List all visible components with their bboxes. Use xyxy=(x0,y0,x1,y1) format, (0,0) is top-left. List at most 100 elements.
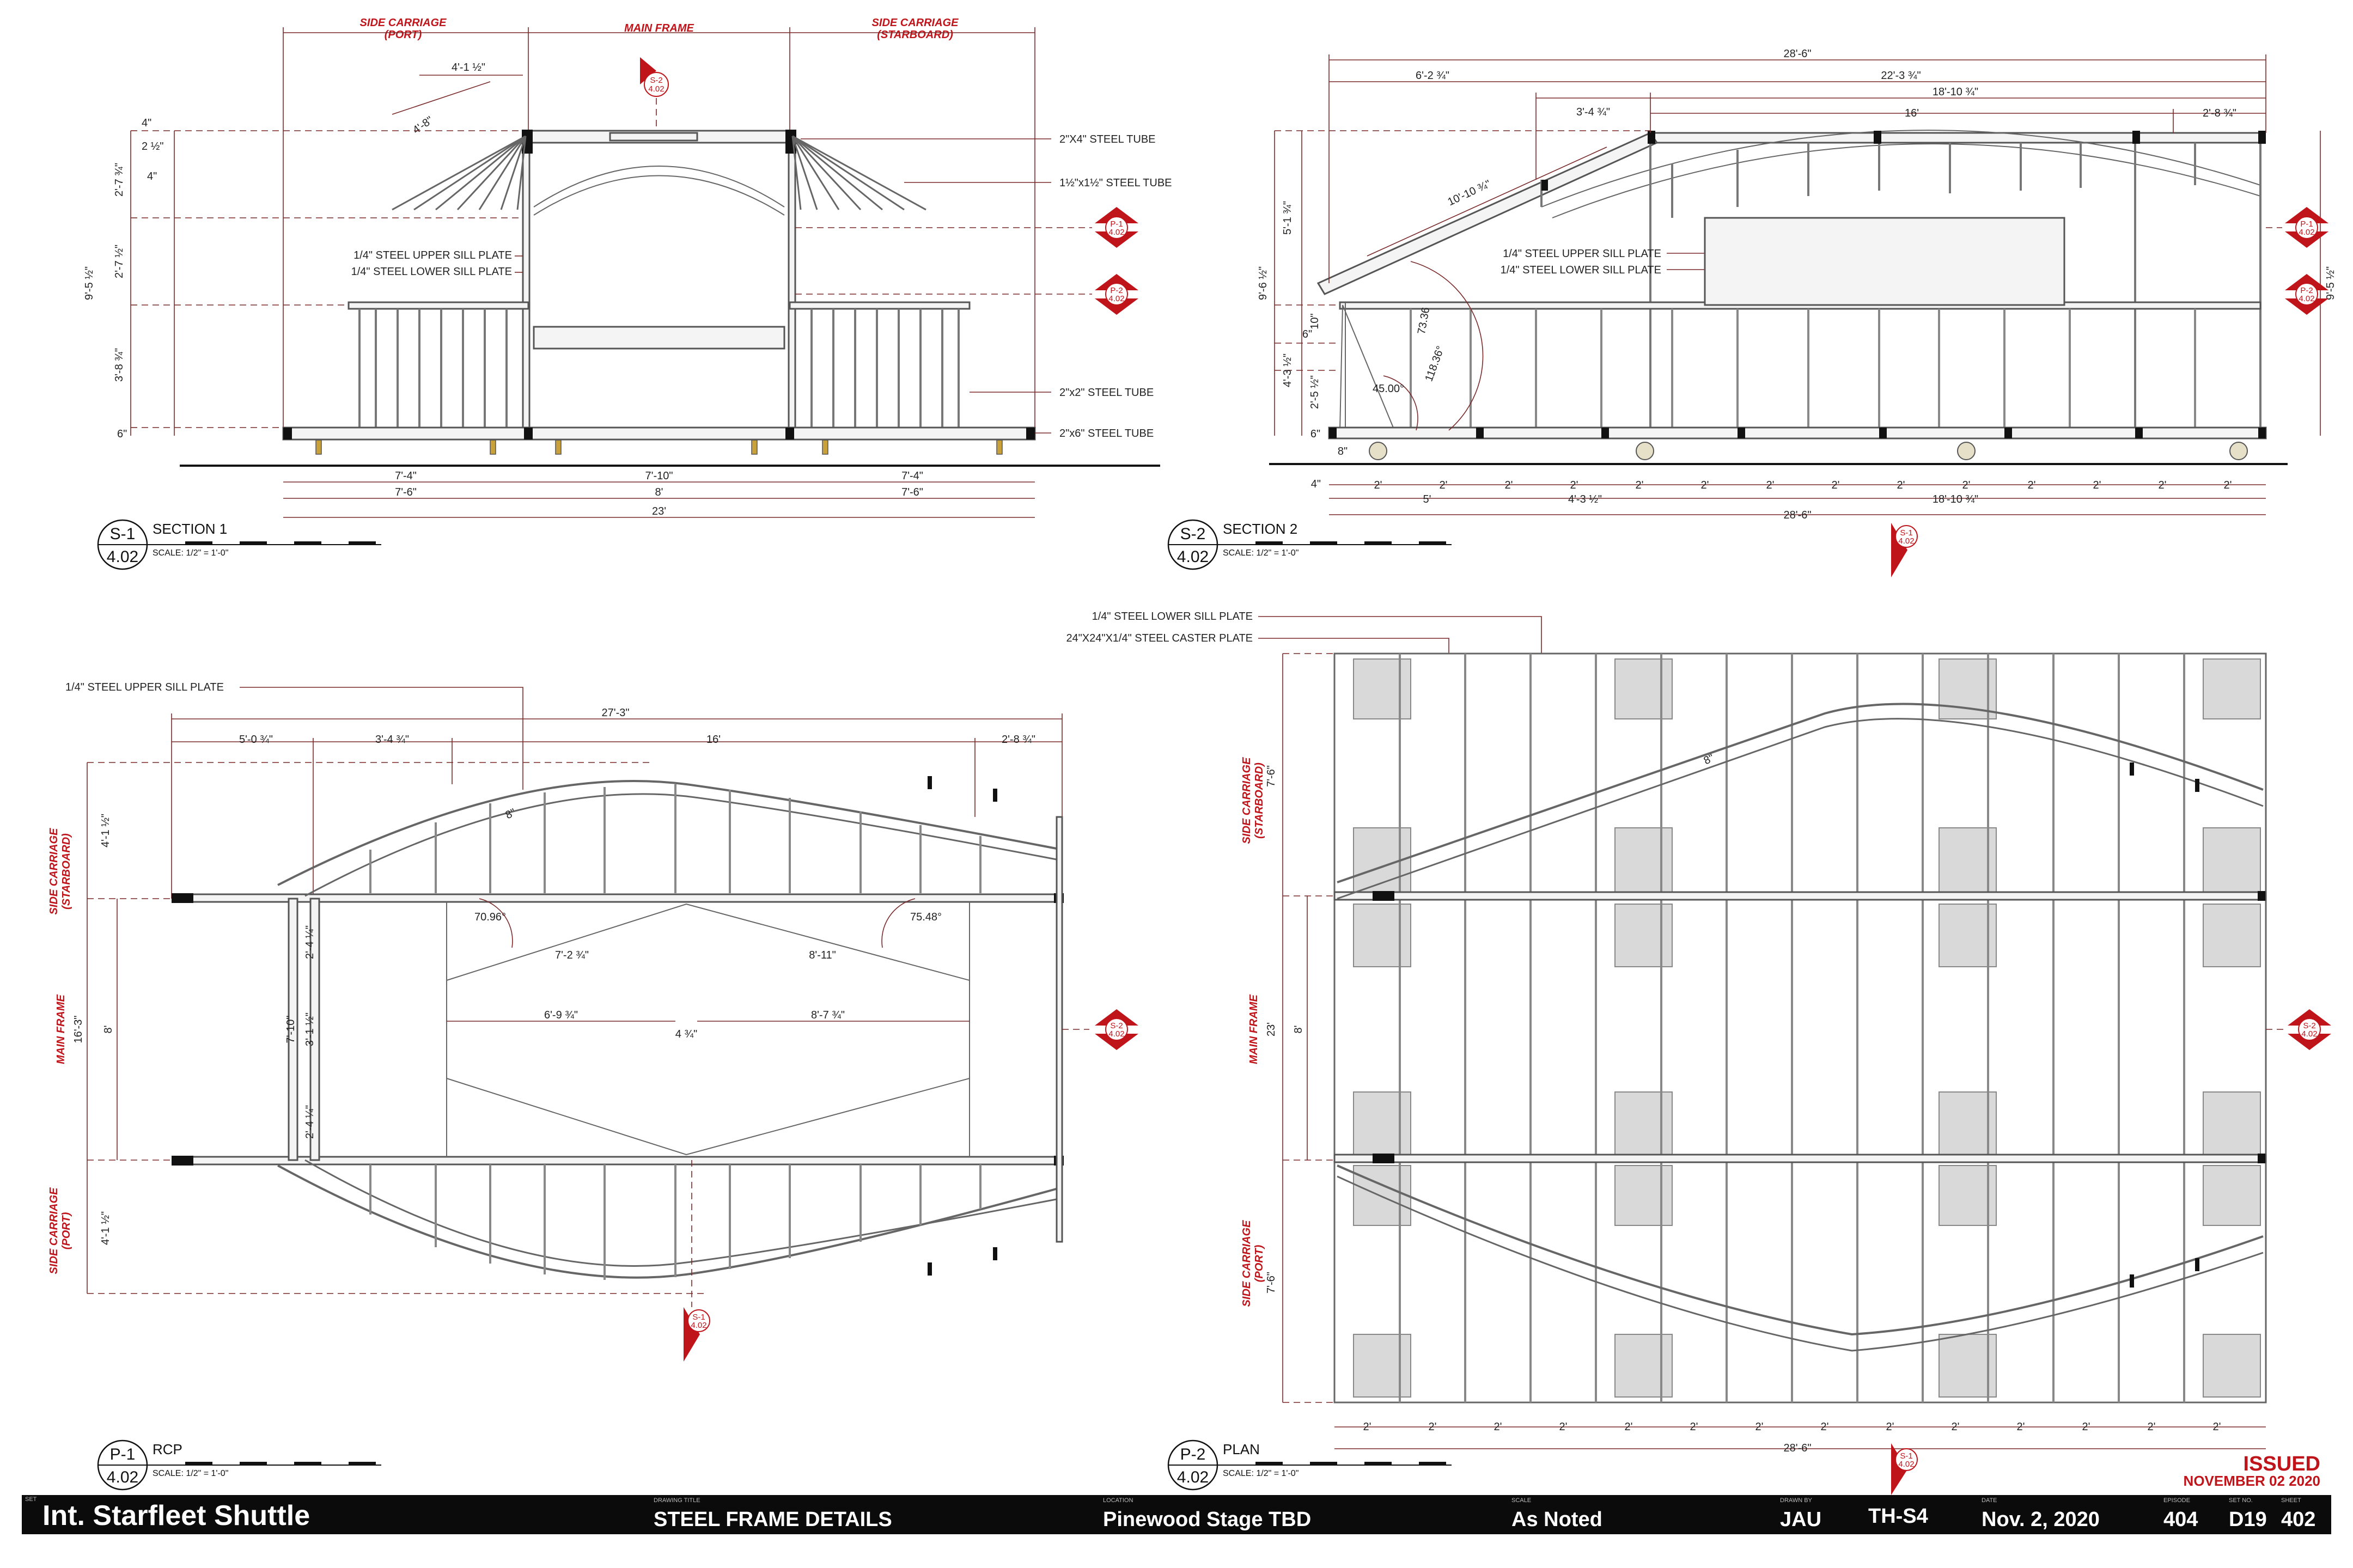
plan-side-top: SIDE CARRIAGE xyxy=(1241,757,1253,844)
rcp-dim-top-0: 27'-3" xyxy=(602,707,630,719)
rcp-ref-s1[interactable]: S-1 4.02 xyxy=(684,1307,710,1362)
plan-view: SIDE CARRIAGE (STARBOARD) MAIN FRAME SID… xyxy=(1066,611,2331,1495)
plan-ref-s1[interactable]: S-1 4.02 xyxy=(1891,1443,1918,1495)
plan-dim-left-3: 7'-6" xyxy=(1265,1272,1277,1294)
rcp-dim-inner-11: 8" xyxy=(504,807,518,822)
svg-text:4.02: 4.02 xyxy=(1898,536,1914,546)
s1-dim-b2-2: 7'-6" xyxy=(901,486,923,498)
svg-text:EPISODE: EPISODE xyxy=(2163,1497,2190,1504)
svg-text:2': 2' xyxy=(2028,479,2036,491)
tb-drawn-by: JAU xyxy=(1780,1508,1821,1531)
svg-text:S-1: S-1 xyxy=(692,1313,705,1322)
svg-text:DRAWN BY: DRAWN BY xyxy=(1780,1497,1813,1504)
s1-header-star: SIDE CARRIAGE xyxy=(872,17,959,29)
plan-callout-caster-plate: 24"X24"X1/4" STEEL CASTER PLATE xyxy=(1066,632,1253,644)
rcp-dim-inner-1: 7'-10" xyxy=(285,1016,297,1044)
s2-ref-p2[interactable]: P-2 4.02 xyxy=(2285,274,2328,315)
s1-ref-s2[interactable]: S-2 4.02 xyxy=(640,57,669,97)
plan-dim-left-1: 23' xyxy=(1265,1022,1277,1036)
issued-stamp: ISSUED xyxy=(2244,1453,2320,1475)
s2-callout-lower-sill: 1/4" STEEL LOWER SILL PLATE xyxy=(1501,264,1661,276)
svg-text:2': 2' xyxy=(1886,1421,1894,1433)
svg-text:4.02: 4.02 xyxy=(107,548,138,566)
svg-text:2': 2' xyxy=(1832,479,1840,491)
s1-callout-2x4: 2"X4" STEEL TUBE xyxy=(1059,133,1156,145)
rcp-dim-inner-9: 70.96° xyxy=(474,911,506,923)
svg-text:2': 2' xyxy=(1701,479,1709,491)
tb-set-name: Int. Starfleet Shuttle xyxy=(42,1500,310,1532)
s1-dim-b1-2: 7'-4" xyxy=(901,470,923,482)
plan-view-label: P-2 4.02 PLAN SCALE: 1/2" = 1'-0" xyxy=(1167,1439,1452,1491)
svg-text:SET: SET xyxy=(25,1496,37,1503)
svg-text:2': 2' xyxy=(1766,479,1775,491)
tb-sheet: 402 xyxy=(2281,1508,2315,1531)
s2-dim-b2-1: 4'-3 ½" xyxy=(1568,493,1602,505)
svg-text:2': 2' xyxy=(2213,1421,2221,1433)
svg-text:2': 2' xyxy=(1570,479,1578,491)
s2-dim-b2-2: 18'-10 ¾" xyxy=(1933,493,1978,505)
rcp-dim-inner-4: 7'-2 ¾" xyxy=(555,949,589,961)
s1-header-port-sub: (PORT) xyxy=(385,29,422,41)
svg-text:S-2: S-2 xyxy=(1180,525,1206,543)
s1-dim-b1-0: 7'-4" xyxy=(395,470,417,482)
title-block: SET Int. Starfleet Shuttle DRAWING TITLE… xyxy=(22,1495,2331,1534)
svg-text:2': 2' xyxy=(2082,1421,2090,1433)
svg-text:2': 2' xyxy=(2148,1421,2156,1433)
svg-text:2': 2' xyxy=(1374,479,1382,491)
plan-callout-lower-sill: 1/4" STEEL LOWER SILL PLATE xyxy=(1092,611,1253,623)
svg-text:2': 2' xyxy=(2224,479,2232,491)
s1-ref-p1[interactable]: P-1 4.02 xyxy=(1095,207,1138,248)
svg-text:2': 2' xyxy=(1559,1421,1568,1433)
s2-dim-left-3: 6" xyxy=(1302,328,1312,340)
rcp-dim-left-3: 4'-1 ½" xyxy=(100,1211,112,1245)
svg-text:2': 2' xyxy=(1636,479,1644,491)
s2-dim-b1-0: 4" xyxy=(1311,478,1321,490)
s1-callout-2x2: 2"x2" STEEL TUBE xyxy=(1059,387,1154,399)
s1-dim-left-5: 9'-5 ½" xyxy=(83,266,95,300)
plan-bottom-2ft-row: 2' 2' 2' 2' 2' 2' 2' 2' 2' 2' 2' 2' 2' 2… xyxy=(1363,1421,2221,1433)
rcp-dim-inner-8: 8'-7 ¾" xyxy=(811,1009,845,1021)
svg-text:4.02: 4.02 xyxy=(1108,228,1124,237)
svg-text:SCALE: SCALE xyxy=(1511,1497,1531,1504)
rcp-dim-top-4: 2'-8 ¾" xyxy=(1002,734,1035,746)
svg-text:S-2: S-2 xyxy=(650,76,662,85)
svg-text:2': 2' xyxy=(1494,1421,1502,1433)
rcp-side-bottom: SIDE CARRIAGE xyxy=(48,1187,60,1274)
plan-ref-s2[interactable]: S-2 4.02 xyxy=(2288,1009,2331,1050)
s1-ref-p2[interactable]: P-2 4.02 xyxy=(1095,274,1138,315)
s1-dim-top-a: 4'-1 ½" xyxy=(452,62,485,74)
s1-header-port: SIDE CARRIAGE xyxy=(360,17,447,29)
svg-text:P-1: P-1 xyxy=(2300,219,2313,229)
svg-text:2': 2' xyxy=(1755,1421,1764,1433)
s1-callout-upper-sill: 1/4" STEEL UPPER SILL PLATE xyxy=(353,249,512,261)
s2-dim-total: 28'-6" xyxy=(1784,509,1812,521)
svg-text:P-2: P-2 xyxy=(1110,286,1123,295)
s2-ref-p1[interactable]: P-1 4.02 xyxy=(2285,207,2328,248)
s2-view-name: SECTION 2 xyxy=(1223,521,1297,537)
svg-text:DRAWING TITLE: DRAWING TITLE xyxy=(654,1497,700,1504)
s2-dim-b2-0: 5' xyxy=(1423,493,1431,505)
rcp-dim-inner-6: 6'-9 ¾" xyxy=(544,1009,578,1021)
s2-dim-right: 9'-5 ½" xyxy=(2325,266,2337,300)
rcp-callout-upper-sill: 1/4" STEEL UPPER SILL PLATE xyxy=(65,681,224,693)
rcp-dim-inner-3: 2'-4 ¼" xyxy=(304,1105,316,1139)
rcp-dim-top-3: 16' xyxy=(706,734,721,746)
rcp-dim-inner-7: 4 ¾" xyxy=(675,1028,697,1040)
svg-text:2': 2' xyxy=(1363,1421,1371,1433)
plan-dim-left-2: 8' xyxy=(1293,1026,1304,1034)
rcp-dim-top-1: 5'-0 ¾" xyxy=(239,734,273,746)
s1-dim-left-1: 2 ½" xyxy=(142,141,163,152)
s2-callout-upper-sill: 1/4" STEEL UPPER SILL PLATE xyxy=(1503,248,1661,260)
svg-text:4.02: 4.02 xyxy=(2301,1029,2317,1039)
issued-date: NOVEMBER 02 2020 xyxy=(2184,1473,2320,1489)
s1-dim-left-2: 4" xyxy=(147,170,157,182)
s2-ref-s1[interactable]: S-1 4.02 xyxy=(1891,523,1918,577)
svg-text:4.02: 4.02 xyxy=(1898,1460,1914,1469)
rcp-dim-left-2: 8' xyxy=(102,1026,114,1034)
svg-text:S-2: S-2 xyxy=(1110,1021,1123,1030)
s2-dim-left-0: 5'-1 ¾" xyxy=(1282,201,1294,235)
svg-text:S-1: S-1 xyxy=(1900,1451,1912,1461)
rcp-ref-s2[interactable]: S-2 4.02 xyxy=(1095,1009,1138,1050)
p1-view-name: RCP xyxy=(153,1441,182,1457)
s2-dim-top-1: 6'-2 ¾" xyxy=(1416,70,1449,82)
